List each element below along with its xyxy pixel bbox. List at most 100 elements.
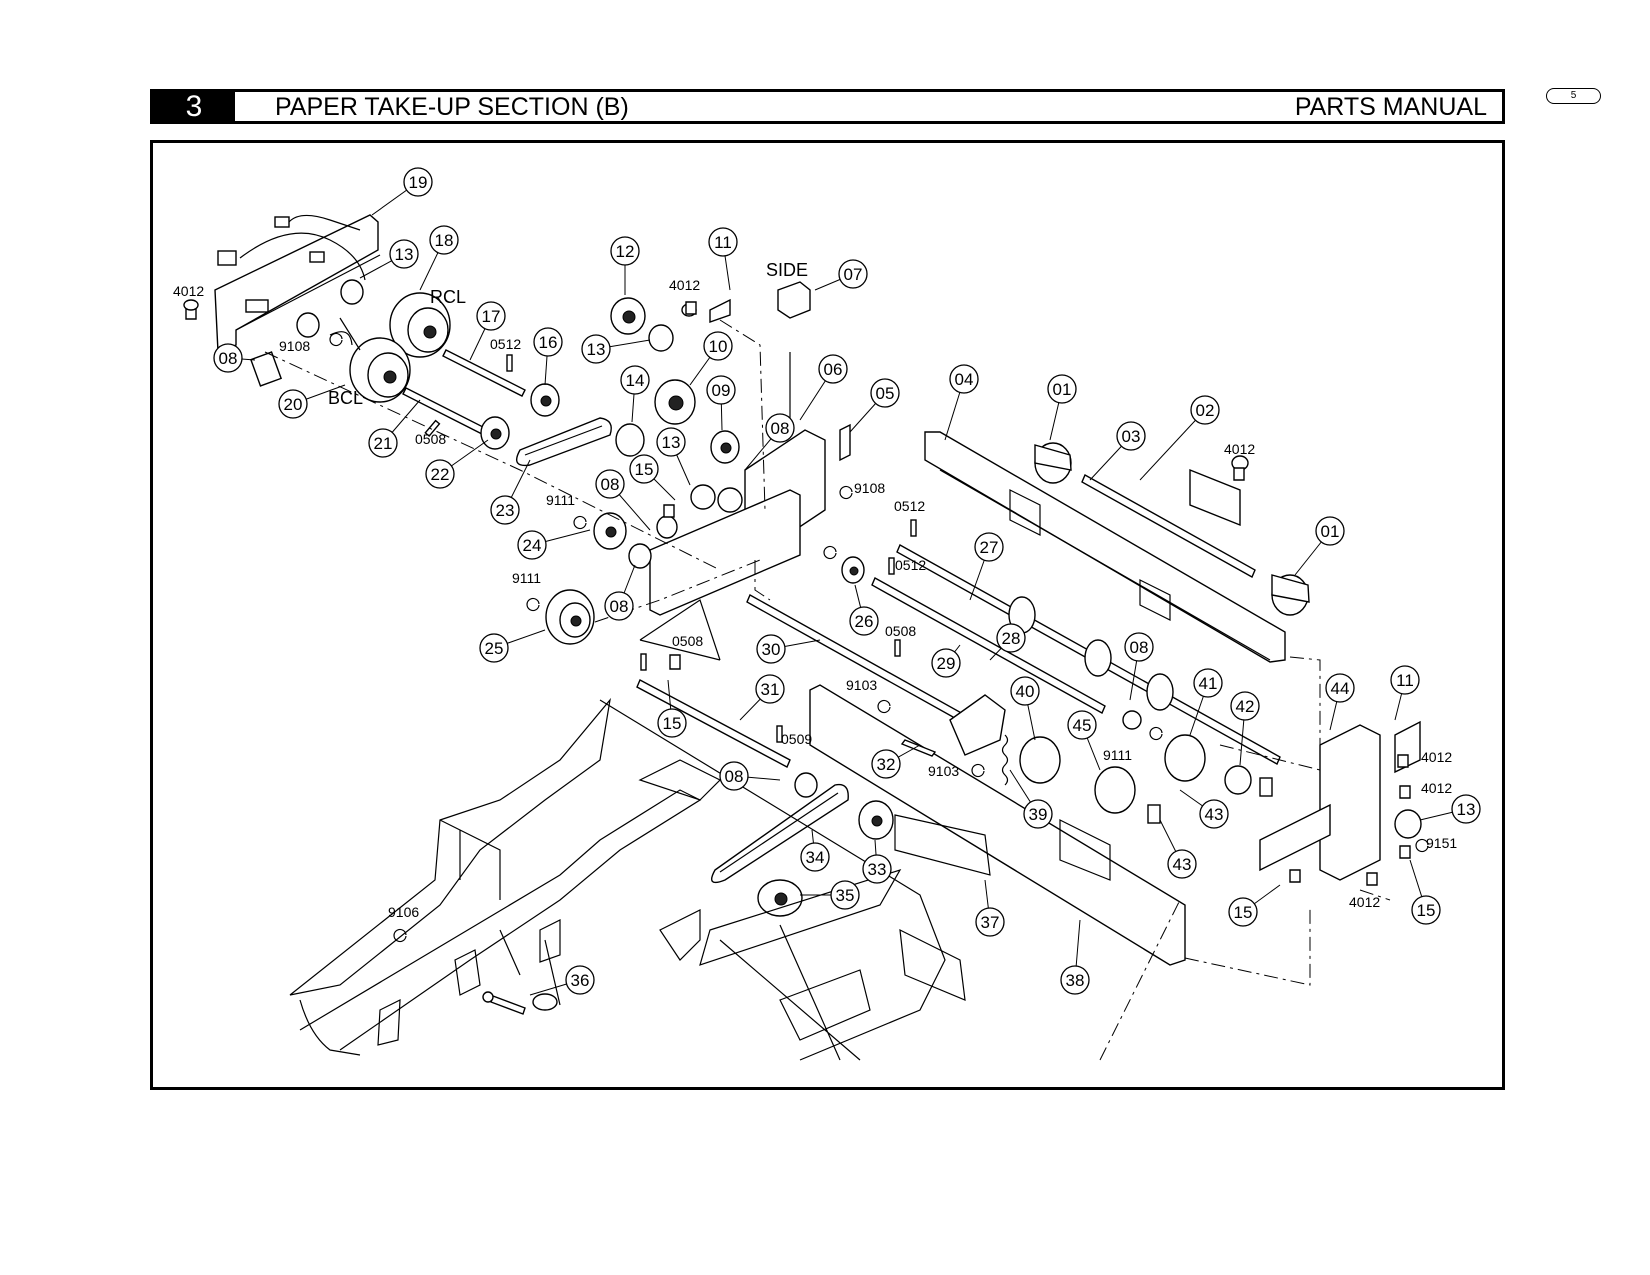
callout-number: 31 [761,680,780,699]
part-callout: 15 [629,454,659,484]
part-callout: 24 [517,530,547,560]
section-title: PAPER TAKE-UP SECTION (B) [275,93,629,121]
part-callout: 37 [975,907,1005,937]
part-callout: 42 [1230,691,1260,721]
part-code: 0512 [894,498,925,514]
part-code: 9111 [1103,747,1132,763]
part-callout: 28 [996,623,1026,653]
part-callout: 15 [1228,897,1258,927]
part-callout: 14 [620,365,650,395]
callout-number: 07 [844,265,863,284]
part-callout: 45 [1067,710,1097,740]
callout-number: 13 [395,245,414,264]
callout-number: 34 [806,848,825,867]
part-callout: 08 [719,761,749,791]
part-callout: 12 [610,236,640,266]
callout-number: 39 [1029,805,1048,824]
part-callout: 41 [1193,668,1223,698]
part-callout: 13 [581,334,611,364]
part-callout: 08 [595,469,625,499]
part-callout: 43 [1167,849,1197,879]
part-callout: 30 [756,634,786,664]
callout-number: 40 [1016,682,1035,701]
part-callout: 01 [1047,374,1077,404]
part-code: 4012 [1421,749,1452,765]
part-callout: 15 [657,708,687,738]
callout-number: 33 [868,860,887,879]
callout-number: 15 [663,714,682,733]
part-callout: 13 [1451,794,1481,824]
part-callout: 08 [765,413,795,443]
part-callout: 25 [479,633,509,663]
part-callout: 18 [429,225,459,255]
part-callout: 26 [849,606,879,636]
part-code: 9106 [388,904,419,920]
page-number-badge: 5 [1546,88,1601,104]
callout-number: 15 [635,460,654,479]
callout-number: 13 [587,340,606,359]
callout-number: 04 [955,370,974,389]
part-callout: 31 [755,674,785,704]
callout-number: 36 [571,971,590,990]
callout-number: 08 [725,767,744,786]
part-callout: 09 [706,375,736,405]
assembly-label: SIDE [766,260,808,280]
callout-number: 26 [855,612,874,631]
part-callout: 15 [1411,895,1441,925]
callout-number: 23 [496,501,515,520]
part-code: 0508 [415,431,446,447]
part-callout: 08 [213,343,243,373]
part-callout: 27 [974,532,1004,562]
callout-number: 43 [1173,855,1192,874]
callout-number: 25 [485,639,504,658]
part-callout: 10 [703,331,733,361]
part-code: 0508 [672,633,703,649]
part-callout: 29 [931,648,961,678]
part-callout: 23 [490,495,520,525]
part-callout: 04 [949,364,979,394]
callout-number: 08 [610,597,629,616]
callout-number: 15 [1417,901,1436,920]
callout-number: 29 [937,654,956,673]
callout-number: 08 [601,475,620,494]
part-callout: 20 [278,389,308,419]
callout-number: 10 [709,337,728,356]
manual-label: PARTS MANUAL [1294,93,1487,121]
callout-number: 11 [1396,671,1414,690]
assembly-label: BCL [328,388,363,408]
part-code: 0512 [490,336,521,352]
part-callout: 44 [1325,673,1355,703]
part-code: 4012 [1224,441,1255,457]
part-callout: 13 [389,239,419,269]
part-callout: 36 [565,965,595,995]
callout-number: 24 [523,536,542,555]
part-code: 9108 [279,338,310,354]
callout-number: 09 [712,381,731,400]
part-code: 0508 [885,623,916,639]
part-callout: 39 [1023,799,1053,829]
part-code: 4012 [669,277,700,293]
callout-number: 03 [1122,427,1141,446]
part-code: 0512 [895,557,926,573]
callout-number: 27 [980,538,999,557]
callout-number: 15 [1234,903,1253,922]
part-callout: 01 [1315,516,1345,546]
part-callout: 40 [1010,676,1040,706]
part-callout: 21 [368,428,398,458]
part-code: 4012 [173,283,204,299]
diagram-frame [150,140,1505,1090]
callout-number: 08 [771,419,790,438]
callout-number: 19 [409,173,428,192]
assembly-label: RCL [430,287,466,307]
part-callout: 02 [1190,395,1220,425]
section-number: 3 [153,92,235,122]
callout-number: 14 [626,371,645,390]
callout-number: 41 [1199,674,1218,693]
part-callout: 05 [870,378,900,408]
part-callout: 19 [403,167,433,197]
part-callout: 34 [800,842,830,872]
part-callout: 16 [533,327,563,357]
part-callout: 33 [862,854,892,884]
